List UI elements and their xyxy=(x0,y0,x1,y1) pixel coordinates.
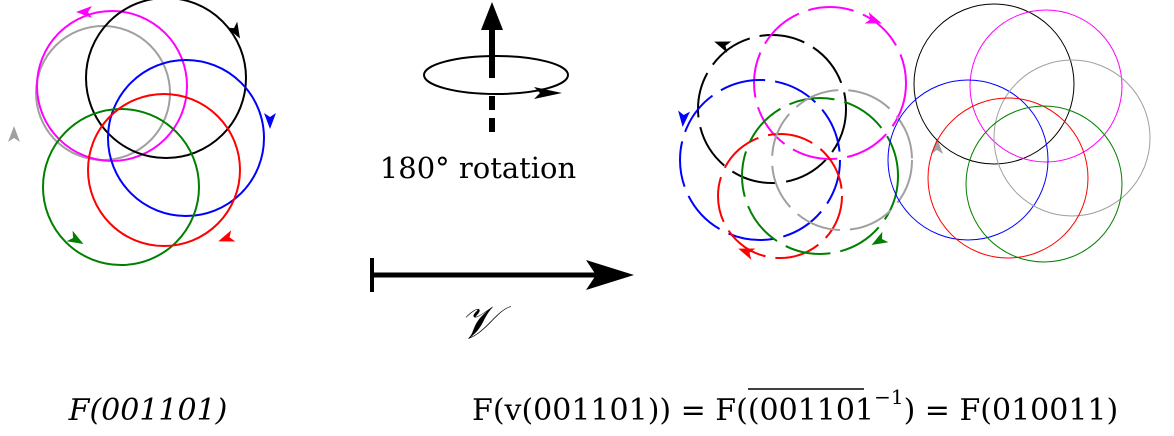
left-arrow-gray xyxy=(8,126,20,142)
rotation-label: 180° rotation xyxy=(380,151,576,185)
left-arrow-black xyxy=(226,21,240,39)
left-caption: F(001101) xyxy=(68,393,228,428)
rotation-axis-arrowhead xyxy=(481,2,503,30)
right-circle-black xyxy=(697,34,847,184)
map-arrow xyxy=(370,258,634,292)
left-circle-red xyxy=(87,93,241,247)
plain-circle-green xyxy=(965,105,1123,263)
left-circle-diagram xyxy=(8,0,276,266)
left-circle-green xyxy=(42,108,200,266)
right-caption-lhs: F(v(001101)) = F(( xyxy=(472,393,760,428)
right-arrow-magenta xyxy=(864,12,882,24)
right-caption-exponent: −1 xyxy=(874,385,903,409)
plain-circle-gray xyxy=(993,59,1151,217)
right-circle-gray xyxy=(771,89,913,231)
plain-circle-red xyxy=(927,97,1089,259)
left-arrow-green xyxy=(66,230,84,244)
right-braided-diagram xyxy=(678,6,943,260)
rotation-icon xyxy=(423,2,569,138)
left-arrow-red xyxy=(218,230,236,242)
plain-circle-black xyxy=(913,3,1075,165)
right-arrow-black xyxy=(714,41,732,53)
right-circle-red xyxy=(717,133,843,259)
left-arrow-blue xyxy=(264,113,276,129)
left-arrow-magenta xyxy=(76,6,92,18)
right-arrow-gray xyxy=(931,138,943,154)
right-circle-green xyxy=(741,97,899,255)
right-arrow-blue xyxy=(678,110,691,127)
map-arrow-head xyxy=(586,260,634,290)
rotation-ellipse xyxy=(423,55,569,95)
right-caption: F(v(001101)) = F((001101−1) = F(010011) xyxy=(472,385,1118,428)
map-symbol: 𝒱 xyxy=(459,295,512,349)
right-arrow-green xyxy=(871,231,889,245)
left-circle-gray xyxy=(35,25,171,161)
left-circle-blue xyxy=(107,59,265,217)
right-plain-circles xyxy=(887,3,1151,263)
plain-circle-magenta xyxy=(969,9,1123,163)
right-arrow-red xyxy=(738,248,756,260)
left-circle-black xyxy=(85,0,247,159)
right-caption-overlined: 001101 xyxy=(760,393,875,428)
rotation-ellipse-arrowhead xyxy=(534,87,562,99)
svg-text:F(v(001101)) = F((001101−1) =: F(v(001101)) = F((001101−1) = F(010011) xyxy=(472,385,1118,428)
right-caption-rhs: ) = F(010011) xyxy=(904,393,1119,428)
plain-circle-blue xyxy=(887,79,1049,241)
right-circle-blue xyxy=(679,79,841,241)
